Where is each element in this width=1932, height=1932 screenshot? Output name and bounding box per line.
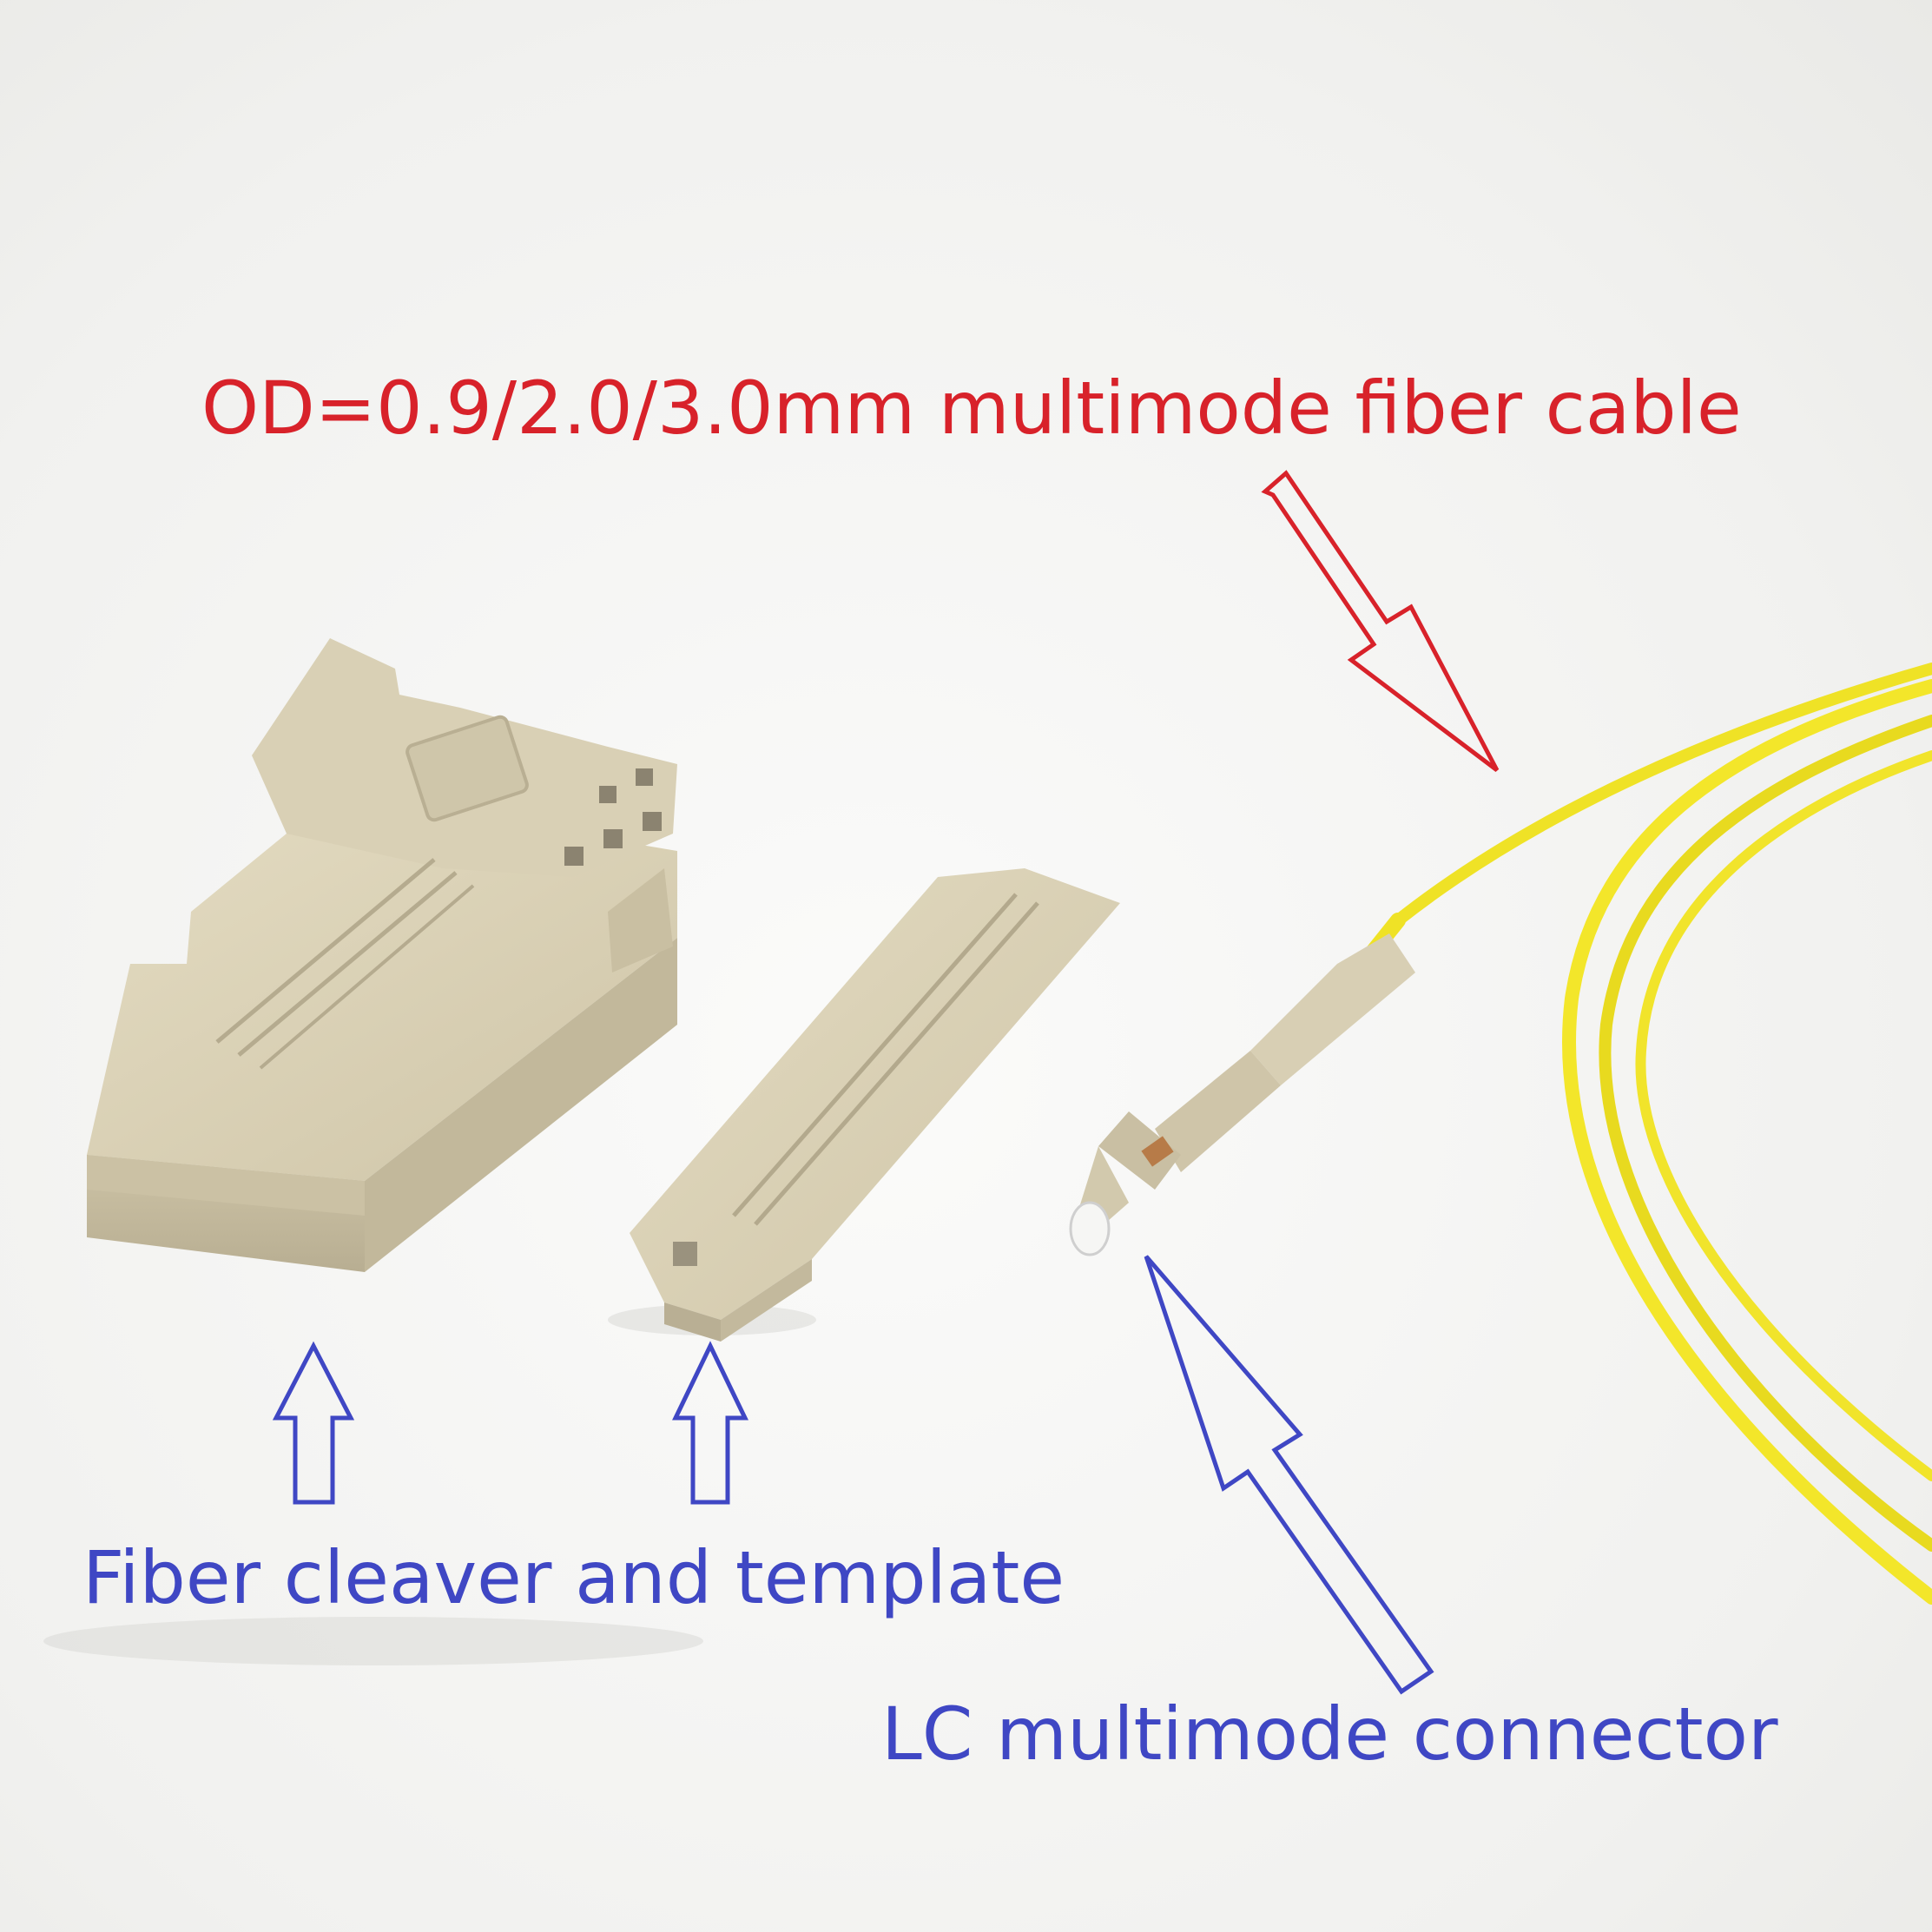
connector-label: LC multimode connector xyxy=(881,1691,1778,1777)
cleaver-arrow-icon xyxy=(272,1341,355,1505)
lc-connector xyxy=(1069,913,1415,1256)
template-arrow-icon xyxy=(672,1341,748,1505)
connector-arrow-icon xyxy=(1144,1255,1434,1695)
fiber-cleaver xyxy=(87,638,677,1272)
cleaving-template xyxy=(630,868,1120,1342)
fiber-cable xyxy=(1392,663,1932,1605)
cleaver-shadow xyxy=(43,1617,703,1665)
cleaver-label: Fiber cleaver and template xyxy=(82,1535,1065,1620)
cable-arrow-icon xyxy=(1261,470,1500,772)
cable-label: OD=0.9/2.0/3.0mm multimode fiber cable xyxy=(201,366,1742,451)
